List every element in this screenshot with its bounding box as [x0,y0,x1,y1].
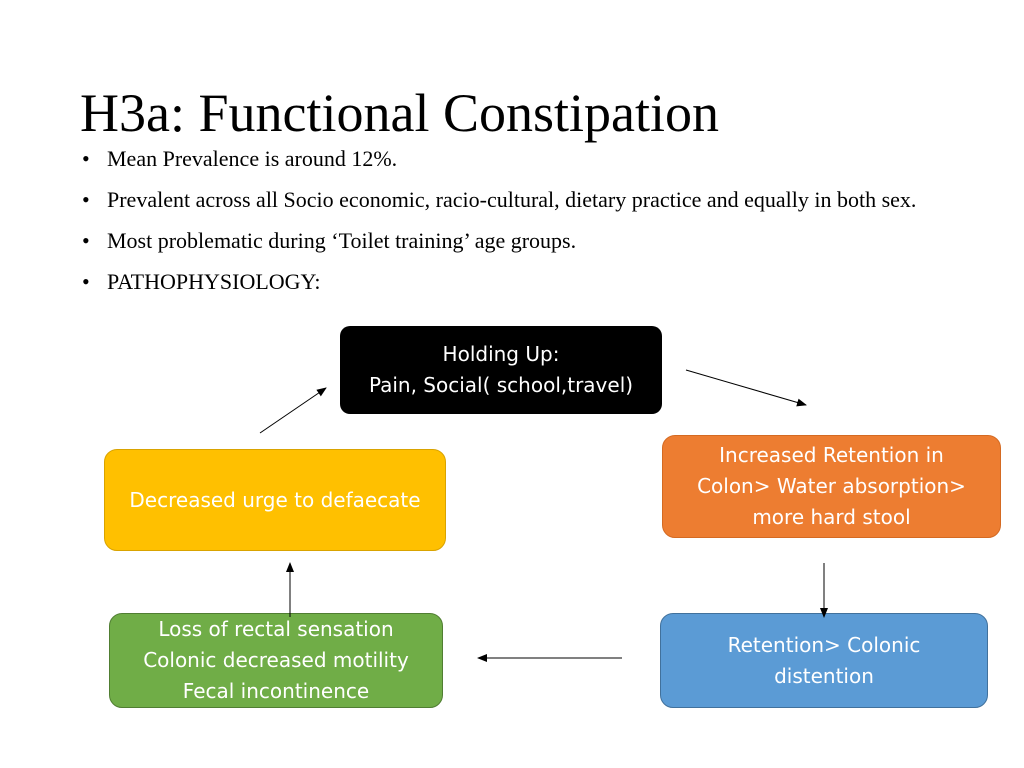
retention-line-3: more hard stool [752,505,911,529]
increased-retention-box: Increased Retention in Colon> Water abso… [662,435,1001,538]
loss-line-2: Colonic decreased motility [143,648,409,672]
bullet-toilet-training: Most problematic during ‘Toilet training… [80,227,960,254]
slide-title: H3a: Functional Constipation [80,83,719,143]
holding-up-line-2: Pain, Social( school,travel) [368,373,634,397]
distention-line-1: Retention> Colonic [727,632,921,657]
decreased-urge-box: Decreased urge to defaecate [104,449,446,551]
retention-line-1: Increased Retention in [719,443,944,467]
loss-of-sensation-box: Loss of rectal sensation Colonic decreas… [109,613,443,708]
holding-up-box: Holding Up: Pain, Social( school,travel) [340,326,662,414]
bullet-list: Mean Prevalence is around 12%. Prevalent… [80,145,960,309]
colonic-distention-box: Retention> Colonic distention [660,613,988,708]
bullet-pathophysiology: PATHOPHYSIOLOGY: [80,268,960,295]
bullet-demographics: Prevalent across all Socio economic, rac… [80,186,960,213]
distention-line-2: distention [774,663,874,688]
holding-up-line-1: Holding Up: [442,342,560,366]
loss-line-3: Fecal incontinence [182,679,370,703]
retention-line-2: Colon> Water absorption> [697,474,966,498]
arrow-holding-to-retention [685,369,807,407]
loss-line-1: Loss of rectal sensation [158,617,394,641]
bullet-prevalence: Mean Prevalence is around 12%. [80,145,960,172]
urge-line-1: Decreased urge to defaecate [129,487,421,512]
arrow-urge-to-holding [259,387,327,434]
